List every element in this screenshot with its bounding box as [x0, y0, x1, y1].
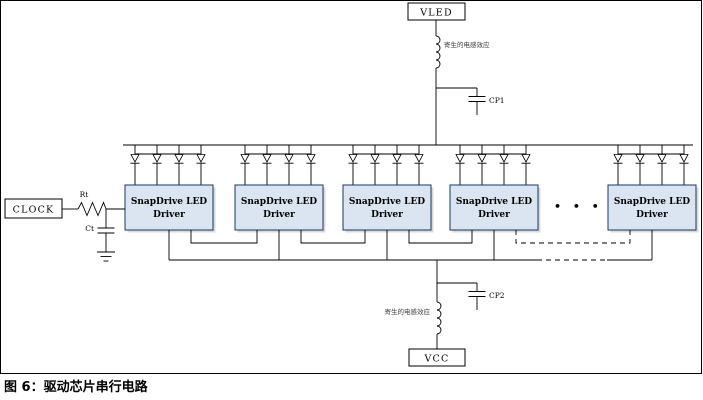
driver-chip-5 [607, 144, 699, 233]
rt-resistor-icon [77, 201, 107, 217]
daisy-link-3-4 [408, 230, 473, 244]
driver-chip-1 [124, 144, 216, 233]
parasitic-inductor-bottom-icon [436, 301, 442, 335]
cp1-label: CP1 [489, 96, 505, 105]
diagram-border [0, 0, 702, 374]
parasitic-inductance-bottom-label: 寄生的电感效应 [385, 307, 431, 316]
cp2-label: CP2 [489, 291, 505, 300]
driver-chip-3 [342, 144, 434, 233]
daisy-link-1-2 [190, 230, 258, 244]
ct-capacitor: Ct [85, 209, 115, 252]
figure-caption: 图 6：驱动芯片串行电路 [4, 379, 149, 395]
parasitic-inductor-top-icon [435, 35, 441, 69]
driver-chip-4 [449, 144, 541, 233]
clock-label: CLOCK [13, 205, 55, 216]
driver-chip-2 [234, 144, 326, 233]
vcc-node-box [408, 348, 466, 367]
parasitic-inductance-top-label: 寄生的电感效应 [444, 40, 490, 49]
clock-node-box [4, 198, 63, 219]
vled-node-box [407, 2, 466, 21]
cp2-capacitor: CP2 [437, 282, 505, 310]
ct-label: Ct [85, 224, 94, 233]
ground-icon [97, 251, 115, 262]
vcc-label: VCC [424, 354, 450, 365]
vled-label: VLED [419, 8, 453, 19]
rt-label: Rt [80, 190, 89, 199]
daisy-link-2-3 [300, 230, 366, 244]
ellipsis-more-chips: • • • [554, 200, 603, 213]
cp1-capacitor: CP1 [436, 87, 505, 115]
